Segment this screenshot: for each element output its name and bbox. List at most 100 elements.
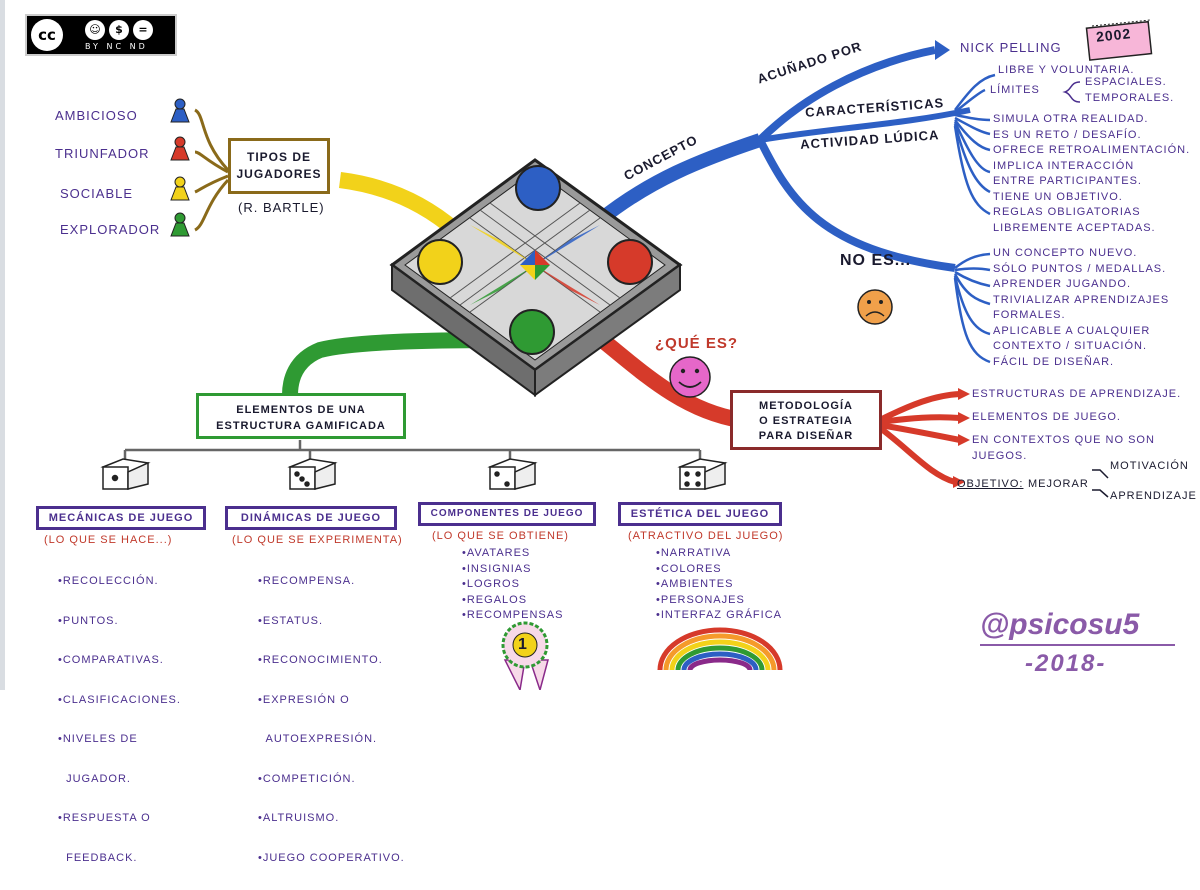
- player-ambicioso: AMBICIOSO: [55, 108, 138, 123]
- player-links: [194, 108, 230, 232]
- mechanics-item: •COMPARATIVAS.: [58, 654, 164, 666]
- method-line-1: METODOLOGÍA: [759, 400, 853, 412]
- equals-icon: =: [133, 20, 153, 40]
- components-item: •INSIGNIAS: [462, 562, 532, 575]
- activity-list: SIMULA OTRA REALIDAD. ES UN RETO / DESAF…: [993, 112, 1190, 236]
- elements-title-2: ESTRUCTURA GAMIFICADA: [216, 420, 386, 432]
- components-item: •REGALOS: [462, 593, 528, 606]
- dynamics-subtitle: (LO QUE SE EXPERIMENTA): [232, 534, 403, 546]
- activity-item: LIBREMENTE ACEPTADAS.: [993, 221, 1156, 234]
- player-explorador: EXPLORADOR: [60, 222, 161, 237]
- players-author: (R. BARTLE): [238, 200, 325, 215]
- method-item-4: JUEGOS.: [972, 450, 1028, 462]
- pawn-icon: [170, 212, 190, 237]
- left-border: [0, 0, 5, 690]
- mechanics-item: •RECOLECCIÓN.: [58, 575, 159, 587]
- mechanics-item: •PUNTOS.: [58, 614, 119, 627]
- pawn-icon: [170, 176, 190, 201]
- dynamics-item: •EXPRESIÓN O: [258, 693, 350, 706]
- cc-license-badge[interactable]: cc ☺ $ = BY NC ND: [25, 14, 177, 56]
- player-triunfador: TRIUNFADOR: [55, 146, 150, 161]
- aesthetics-item: •INTERFAZ GRÁFICA: [656, 609, 782, 621]
- objective-target-1: MOTIVACIÓN: [1110, 460, 1189, 472]
- yellow-branch: [338, 172, 461, 237]
- mechanics-item: FEEDBACK.: [58, 851, 138, 864]
- not-item: APRENDER JUGANDO.: [993, 278, 1132, 290]
- license-labels: BY NC ND: [85, 42, 148, 51]
- cc-icon: cc: [31, 19, 63, 51]
- aesthetics-item: •PERSONAJES: [656, 593, 745, 606]
- limits-spatial: ESPACIALES.: [1085, 76, 1167, 88]
- calendar-icon: [1085, 19, 1153, 61]
- components-list: •AVATARES •INSIGNIAS •LOGROS •REGALOS •R…: [462, 546, 563, 624]
- aesthetics-item: •COLORES: [656, 562, 722, 575]
- method-item-1: ESTRUCTURAS DE APRENDIZAJE.: [972, 388, 1182, 400]
- mechanics-subtitle: (LO QUE SE HACE...): [44, 534, 173, 546]
- signature-handle: @psicosu5: [980, 608, 1140, 641]
- mechanics-list: •RECOLECCIÓN. •PUNTOS. •COMPARATIVAS. •C…: [58, 550, 181, 890]
- method-item-2: ELEMENTOS DE JUEGO.: [972, 411, 1121, 423]
- dynamics-item: •COMPETICIÓN.: [258, 772, 356, 785]
- elements-title-1: ELEMENTOS DE UNA: [236, 404, 366, 416]
- objective-brace: [1092, 469, 1109, 498]
- limits-brace: [1062, 81, 1081, 103]
- activity-item: ENTRE PARTICIPANTES.: [993, 175, 1142, 187]
- blue-branch: [595, 40, 971, 272]
- objective-label: OBJETIVO:: [957, 478, 1024, 490]
- components-title: COMPONENTES DE JUEGO: [418, 502, 596, 526]
- not-item: CONTEXTO / SITUACIÓN.: [993, 340, 1148, 352]
- dynamics-item: •ALTRUISMO.: [258, 812, 340, 824]
- red-sub-branches: [878, 391, 961, 485]
- not-item: TRIVIALIZAR APRENDIZAJES: [993, 293, 1170, 306]
- dynamics-item: •JUEGO COOPERATIVO.: [258, 851, 405, 864]
- elements-tree: [123, 440, 702, 460]
- die-2: [287, 458, 338, 490]
- limits-temporal: TEMPORALES.: [1085, 92, 1175, 104]
- pawn-icon: [170, 136, 190, 161]
- pawn-icons: [170, 98, 190, 237]
- method-box: METODOLOGÍA O ESTRATEGIA PARA DISEÑAR: [730, 390, 882, 450]
- activity-item: TIENE UN OBJETIVO.: [993, 190, 1123, 203]
- activity-item-libre: LIBRE Y VOLUNTARIA.: [998, 64, 1135, 76]
- dynamics-title: DINÁMICAS DE JUEGO: [225, 506, 397, 530]
- not-item: FÁCIL DE DISEÑAR.: [993, 355, 1115, 368]
- mechanics-item: •CLASIFICACIONES.: [58, 693, 181, 706]
- aesthetics-subtitle: (ATRACTIVO DEL JUEGO): [628, 530, 784, 542]
- rainbow-icon: [657, 627, 783, 671]
- sad-face-icon: [857, 289, 893, 325]
- concept-author: NICK PELLING: [960, 40, 1062, 55]
- no-money-icon: $: [109, 20, 129, 40]
- signature-year: -2018-: [1025, 650, 1107, 677]
- activity-item: REGLAS OBLIGATORIAS: [993, 206, 1141, 218]
- players-title-2: JUGADORES: [236, 167, 322, 181]
- not-item: FORMALES.: [993, 309, 1066, 321]
- activity-item: ES UN RETO / DESAFÍO.: [993, 128, 1142, 141]
- dynamics-item: AUTOEXPRESIÓN.: [258, 733, 378, 745]
- happy-face-icon: [669, 356, 711, 398]
- not-item: UN CONCEPTO NUEVO.: [993, 247, 1138, 259]
- activity-item: OFRECE RETROALIMENTACIÓN.: [993, 144, 1191, 156]
- objective-verb: MEJORAR: [1028, 478, 1089, 490]
- person-icon: ☺: [85, 20, 105, 40]
- dynamics-item: •RECOMPENSA.: [258, 575, 356, 587]
- players-box: TIPOS DE JUGADORES: [228, 138, 330, 194]
- method-item-3: EN CONTEXTOS QUE NO SON: [972, 434, 1155, 446]
- red-arrowheads: [953, 388, 970, 488]
- components-item: •RECOMPENSAS: [462, 609, 564, 621]
- medal-number: 1: [518, 636, 528, 653]
- blue-sub-branches: [953, 73, 996, 364]
- dynamics-item: •ESTATUS.: [258, 614, 324, 627]
- aesthetics-item: •AMBIENTES: [656, 578, 734, 590]
- dynamics-list: •RECOMPENSA. •ESTATUS. •RECONOCIMIENTO. …: [258, 550, 405, 890]
- players-title-1: TIPOS DE: [246, 150, 311, 164]
- mechanics-title: MECÁNICAS DE JUEGO: [36, 506, 206, 530]
- not-item: APLICABLE A CUALQUIER: [993, 324, 1151, 337]
- mind-map-artwork: [0, 0, 1175, 690]
- red-branch: [585, 323, 742, 428]
- mind-map: cc ☺ $ = BY NC ND AMBICIOSO TRIUNFADOR S…: [0, 0, 1196, 864]
- aesthetics-item: •NARRATIVA: [656, 547, 732, 559]
- medal-icon: [501, 621, 549, 690]
- not-list: UN CONCEPTO NUEVO. SÓLO PUNTOS / MEDALLA…: [993, 246, 1169, 370]
- not-label: NO ES...: [840, 252, 912, 269]
- player-sociable: SOCIABLE: [60, 186, 134, 201]
